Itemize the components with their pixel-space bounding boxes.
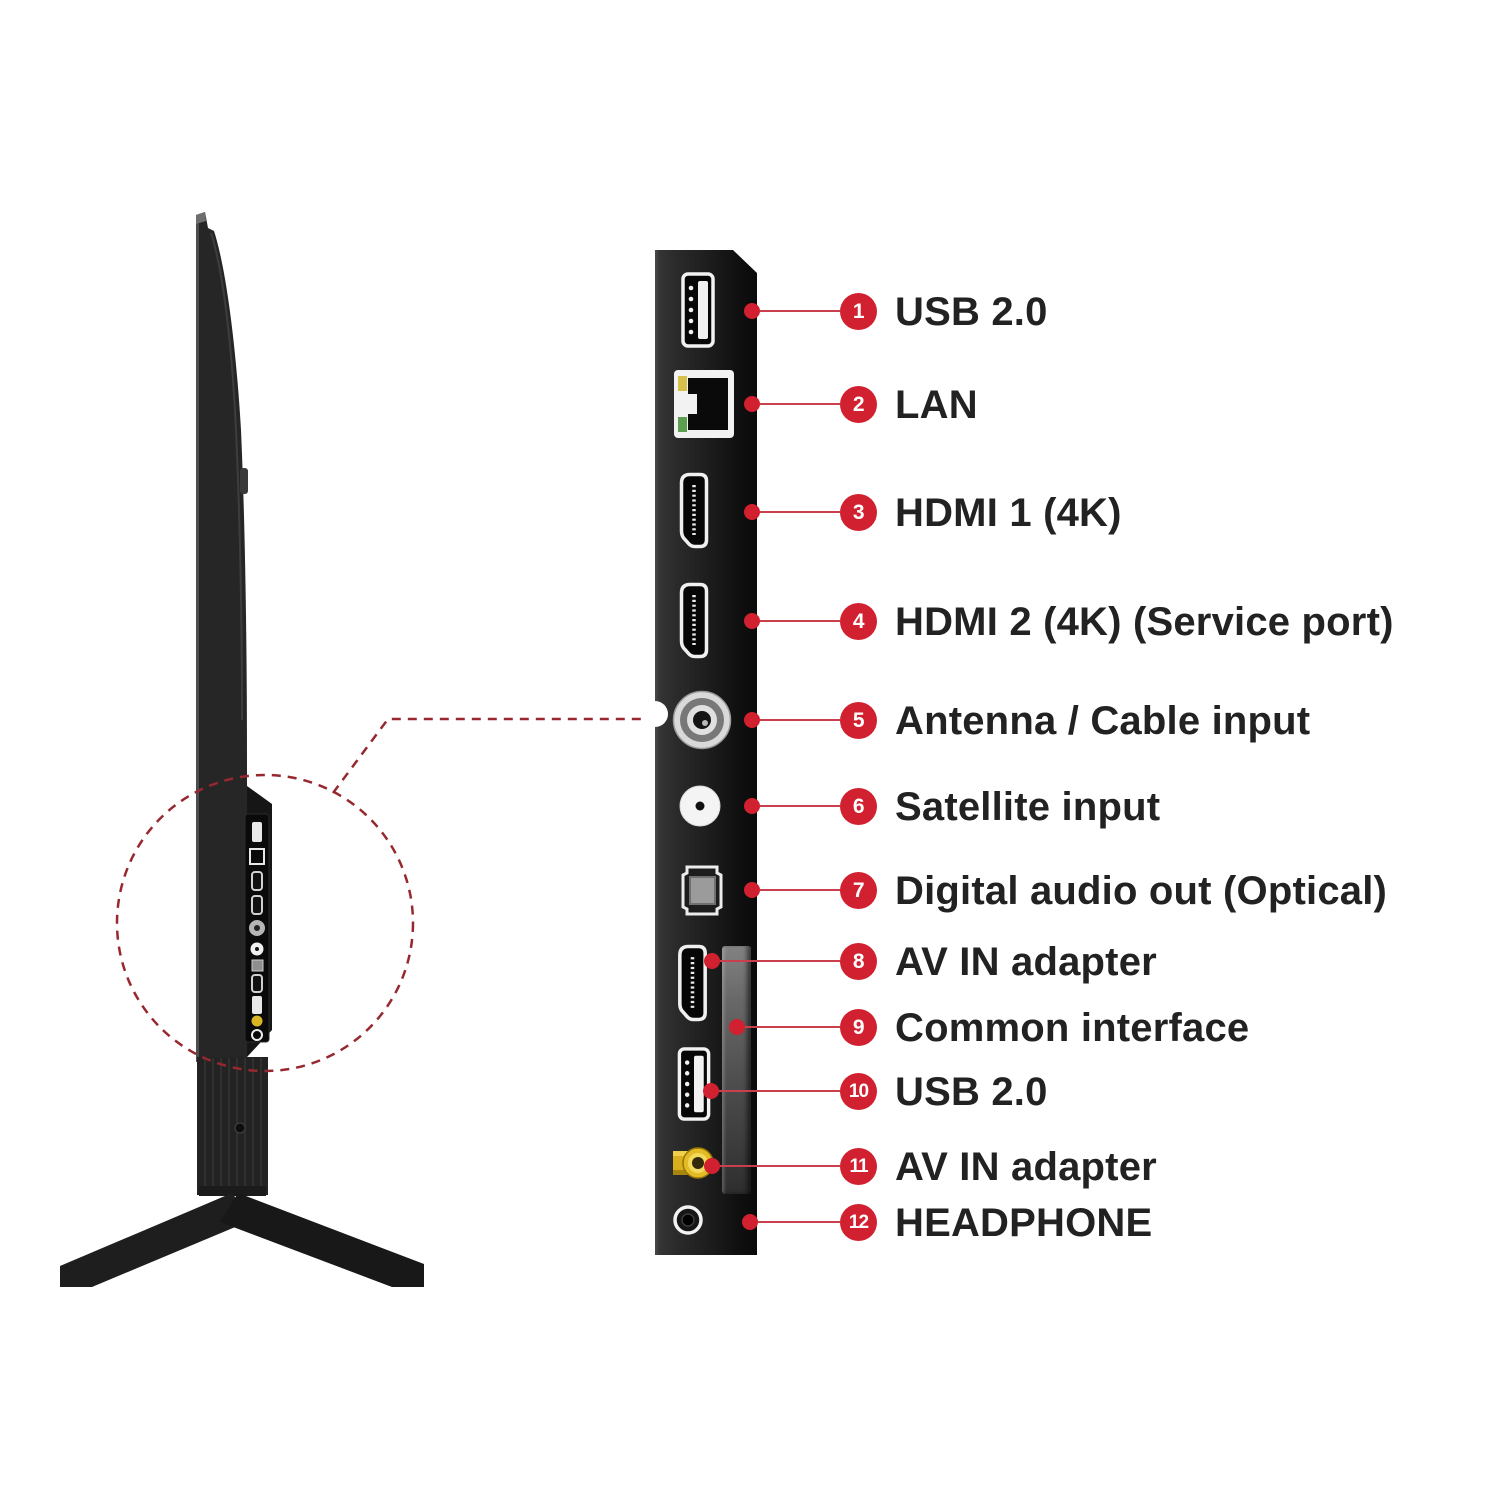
tv-slab-front-highlight bbox=[196, 215, 199, 1062]
callout-number: 10 bbox=[848, 1080, 869, 1102]
callout-number: 9 bbox=[852, 1015, 865, 1039]
dashed-zoom-circle bbox=[115, 773, 415, 1073]
port-label-8: AV IN adapter bbox=[895, 940, 1157, 984]
callout-badge-8: 8 bbox=[840, 943, 877, 980]
tv-right-leg bbox=[220, 1193, 424, 1287]
leader-dot-1 bbox=[744, 303, 760, 319]
leader-dot-6 bbox=[744, 798, 760, 814]
port-label-1: USB 2.0 bbox=[895, 290, 1048, 334]
leader-line-12 bbox=[758, 1221, 840, 1223]
mini-optical-icon bbox=[251, 959, 264, 972]
leader-dot-10 bbox=[703, 1083, 719, 1099]
callout-number: 1 bbox=[852, 299, 865, 323]
profile-mini-ports bbox=[249, 822, 265, 1041]
callout-badge-6: 6 bbox=[840, 788, 877, 825]
rj45-lan-port-icon bbox=[672, 368, 736, 440]
stand-screw bbox=[234, 1122, 246, 1134]
callout-number: 4 bbox=[852, 609, 865, 633]
callout-number: 5 bbox=[852, 708, 865, 732]
callout-number: 12 bbox=[848, 1211, 869, 1233]
callout-badge-4: 4 bbox=[840, 603, 877, 640]
leader-line-3 bbox=[760, 511, 840, 513]
tv-slab bbox=[196, 212, 247, 1062]
mini-usb-icon bbox=[252, 996, 262, 1014]
port-label-5: Antenna / Cable input bbox=[895, 699, 1311, 743]
hdmi-port-icon bbox=[676, 944, 709, 1022]
mini-rca-icon bbox=[251, 1015, 263, 1027]
tv-stand-column bbox=[197, 1057, 268, 1196]
leader-dot-8 bbox=[704, 953, 720, 969]
leader-line-6 bbox=[760, 805, 840, 807]
mini-headphone-icon bbox=[251, 1029, 263, 1041]
usb-a-port-icon bbox=[681, 272, 715, 348]
leader-line-11 bbox=[720, 1165, 840, 1167]
leader-dot-4 bbox=[744, 613, 760, 629]
port-label-2: LAN bbox=[895, 383, 978, 427]
hdmi-port-icon bbox=[679, 472, 709, 549]
callout-badge-7: 7 bbox=[840, 872, 877, 909]
callout-badge-2: 2 bbox=[840, 386, 877, 423]
coax-antenna-port-icon bbox=[672, 690, 732, 750]
mini-hdmi-icon bbox=[251, 974, 263, 993]
leader-line-8 bbox=[720, 960, 840, 962]
callout-badge-3: 3 bbox=[840, 494, 877, 531]
port-label-10: USB 2.0 bbox=[895, 1070, 1048, 1114]
callout-number: 6 bbox=[852, 794, 865, 818]
port-label-9: Common interface bbox=[895, 1006, 1250, 1050]
port-label-12: HEADPHONE bbox=[895, 1201, 1153, 1245]
mini-hdmi-icon bbox=[251, 895, 263, 915]
port-label-7: Digital audio out (Optical) bbox=[895, 869, 1388, 913]
mini-usb-icon bbox=[252, 822, 262, 842]
callout-badge-9: 9 bbox=[840, 1009, 877, 1046]
callout-badge-10: 10 bbox=[840, 1073, 877, 1110]
tv-left-leg bbox=[60, 1193, 252, 1287]
ci-slot-icon bbox=[722, 946, 751, 1194]
leader-line-9 bbox=[745, 1026, 840, 1028]
port-label-6: Satellite input bbox=[895, 785, 1161, 829]
leader-dot-9 bbox=[729, 1019, 745, 1035]
dashed-leader-line bbox=[331, 717, 644, 794]
headphone-jack-icon bbox=[673, 1205, 703, 1235]
tv-clip-bump bbox=[240, 468, 248, 494]
satellite-port-icon bbox=[679, 785, 721, 827]
leader-dot-5 bbox=[744, 712, 760, 728]
leader-line-2 bbox=[760, 403, 840, 405]
usb-a-port-icon bbox=[677, 1047, 711, 1121]
leader-dot-2 bbox=[744, 396, 760, 412]
hdmi-port-icon bbox=[679, 582, 709, 659]
panel-notch bbox=[642, 701, 668, 727]
callout-number: 11 bbox=[849, 1155, 868, 1177]
callout-badge-1: 1 bbox=[840, 293, 877, 330]
callout-badge-11: 11 bbox=[840, 1148, 877, 1185]
mini-satellite-dot bbox=[255, 947, 259, 951]
mini-coax-center bbox=[254, 925, 260, 931]
leader-line-7 bbox=[760, 889, 840, 891]
leader-line-4 bbox=[760, 620, 840, 622]
leader-dot-12 bbox=[742, 1214, 758, 1230]
leader-dot-3 bbox=[744, 504, 760, 520]
leader-line-1 bbox=[760, 310, 840, 312]
callout-number: 2 bbox=[852, 392, 865, 416]
mini-hdmi-icon bbox=[251, 871, 263, 891]
optical-toslink-port-icon bbox=[677, 863, 727, 918]
leader-line-10 bbox=[719, 1090, 840, 1092]
port-label-4: HDMI 2 (4K) (Service port) bbox=[895, 600, 1394, 644]
leader-dot-7 bbox=[744, 882, 760, 898]
tv-back-seam bbox=[210, 232, 243, 721]
callout-number: 3 bbox=[852, 500, 865, 524]
callout-badge-5: 5 bbox=[840, 702, 877, 739]
leader-dot-11 bbox=[704, 1158, 720, 1174]
mini-lan-icon bbox=[249, 848, 265, 865]
port-label-11: AV IN adapter bbox=[895, 1145, 1157, 1189]
leader-line-5 bbox=[760, 719, 840, 721]
port-label-3: HDMI 1 (4K) bbox=[895, 491, 1122, 535]
callout-number: 7 bbox=[852, 878, 865, 902]
callout-badge-12: 12 bbox=[840, 1204, 877, 1241]
callout-number: 8 bbox=[852, 949, 865, 973]
tv-top-cap bbox=[196, 212, 206, 224]
